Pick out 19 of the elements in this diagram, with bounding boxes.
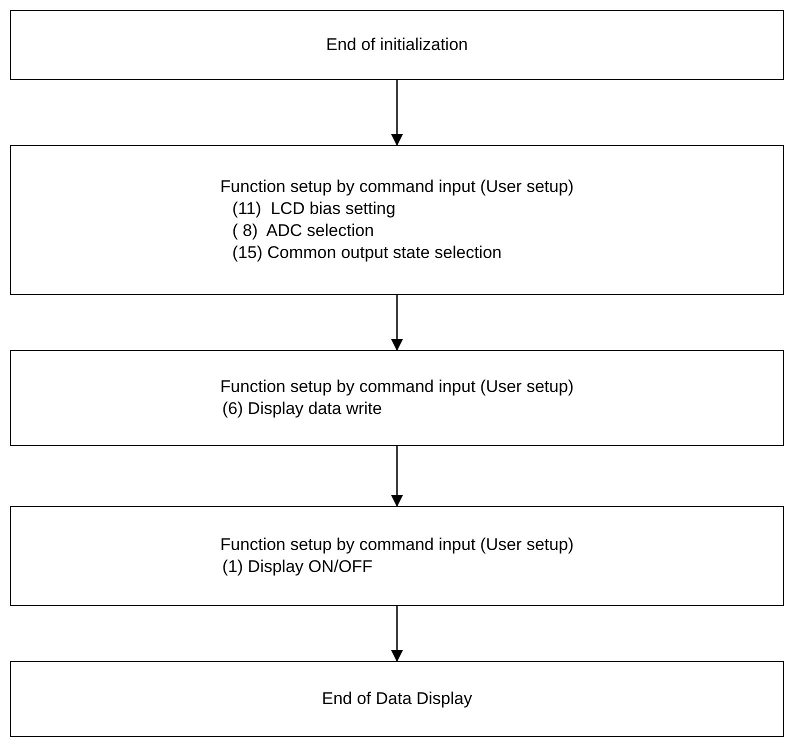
step-text: (1) Display ON/OFF <box>221 556 372 578</box>
process-box <box>10 10 784 80</box>
arrow <box>391 606 403 662</box>
box-heading: End of initialization <box>326 34 468 56</box>
process-box <box>10 145 784 295</box>
step-text: ( 8) ADC selection <box>231 220 374 242</box>
step-text: (11) LCD bias setting <box>231 198 396 220</box>
box-heading: Function setup by command input (User setup) <box>220 376 574 398</box>
box-heading: Function setup by command input (User setup) <box>220 176 574 198</box>
box-heading: Function setup by command input (User setup) <box>220 534 574 556</box>
arrow <box>391 295 403 351</box>
step-text: (6) Display data write <box>221 398 382 420</box>
process-box <box>10 661 784 737</box>
process-box <box>10 506 784 606</box>
arrow <box>391 80 403 146</box>
process-box <box>10 350 784 446</box>
box-heading: End of Data Display <box>322 688 472 710</box>
arrow <box>391 446 403 507</box>
step-text: (15) Common output state selection <box>231 242 502 264</box>
